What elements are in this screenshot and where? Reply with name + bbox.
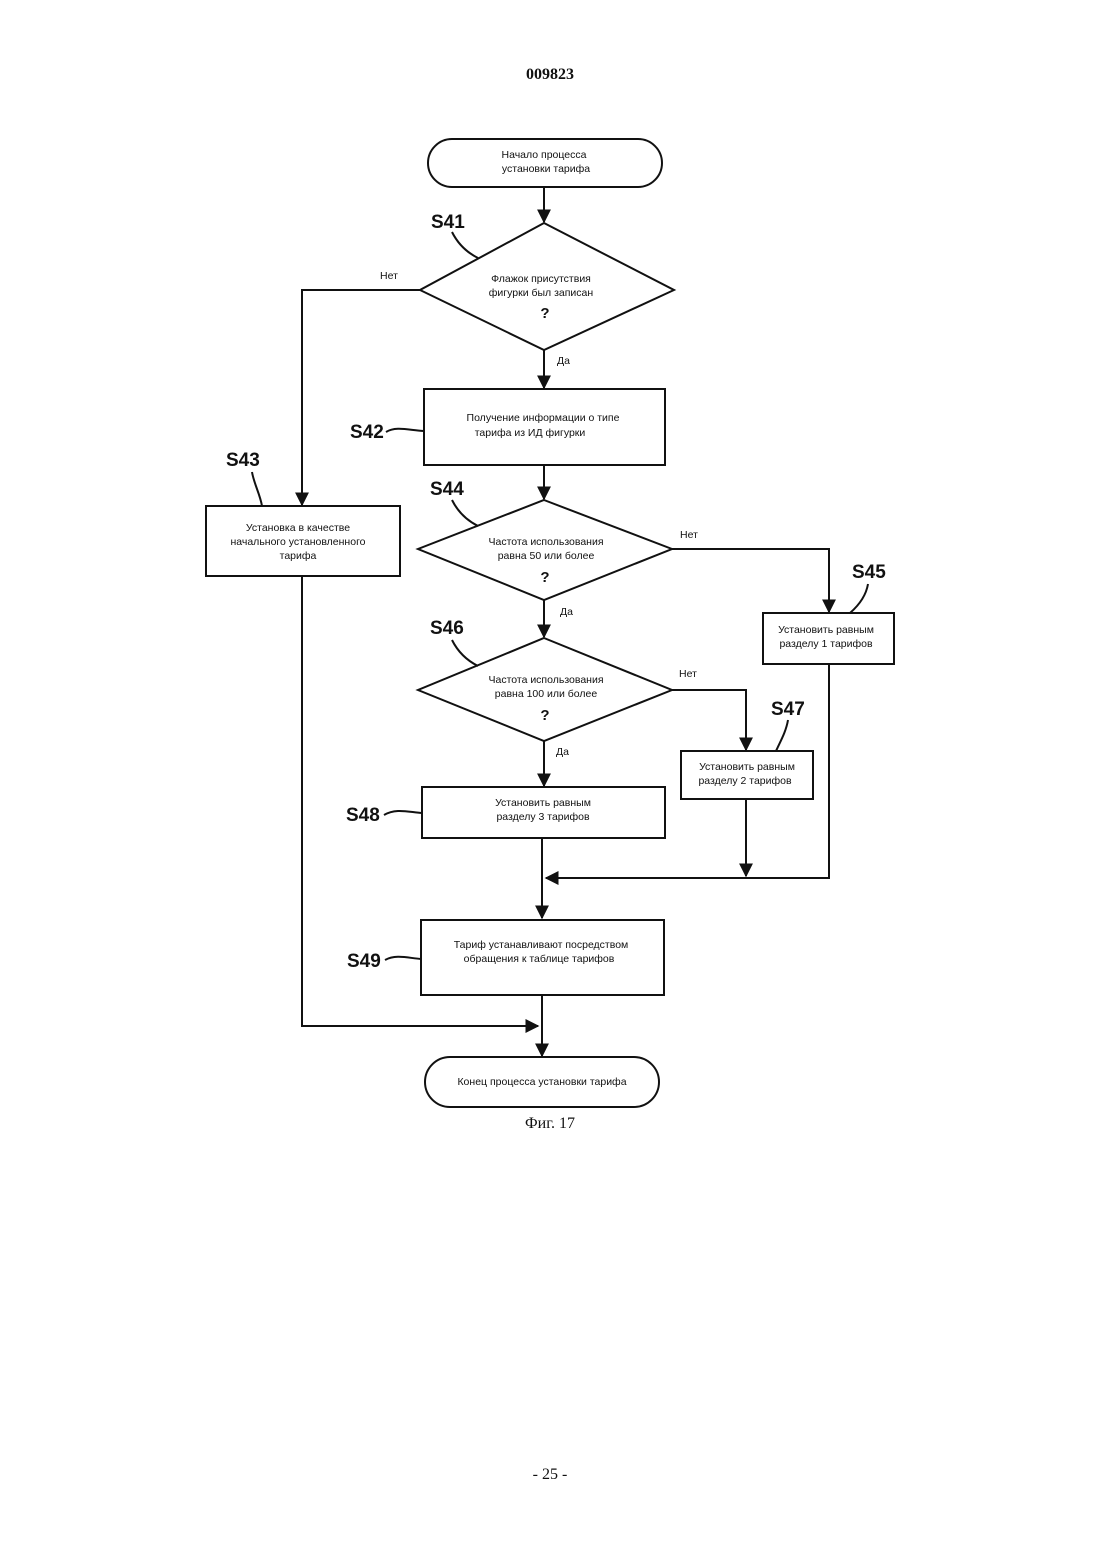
node-start-line-1: Начало процесса bbox=[502, 149, 587, 161]
node-s49-line-1: Тариф устанавливают посредством bbox=[454, 939, 629, 951]
label-s44-yes: Да bbox=[560, 606, 573, 618]
node-s45-line-2: разделу 1 тарифов bbox=[779, 638, 873, 650]
node-s44-question-mark: ? bbox=[540, 569, 549, 586]
node-s46-line-2: равна 100 или более bbox=[495, 688, 598, 700]
step-leader-s48 bbox=[384, 811, 422, 815]
node-s45-line-1: Установить равным bbox=[778, 624, 874, 636]
node-s41-question-mark: ? bbox=[540, 305, 549, 322]
node-s47-line-1: Установить равным bbox=[699, 761, 795, 773]
step-leader-s45 bbox=[850, 584, 868, 613]
label-s46-yes: Да bbox=[556, 746, 569, 758]
node-s49-line-2: обращения к таблице тарифов bbox=[464, 953, 615, 965]
step-leader-s47 bbox=[776, 720, 788, 751]
node-end-line-1: Конец процесса установки тарифа bbox=[457, 1076, 626, 1088]
step-label-s46: S46 bbox=[430, 618, 464, 639]
node-s41-line-2: фигурки был записан bbox=[489, 287, 594, 299]
step-label-s49: S49 bbox=[347, 951, 381, 972]
step-label-s48: S48 bbox=[346, 805, 380, 826]
node-s44-line-1: Частота использования bbox=[488, 536, 603, 548]
node-s49: Тариф устанавливают посредством обращени… bbox=[347, 920, 664, 995]
node-s44-line-2: равна 50 или более bbox=[498, 550, 595, 562]
step-label-s44: S44 bbox=[430, 479, 464, 500]
node-s46-question-mark: ? bbox=[540, 707, 549, 724]
edge-s41-s43 bbox=[302, 290, 420, 505]
node-end: Конец процесса установки тарифа bbox=[425, 1057, 659, 1107]
node-s48-line-2: разделу 3 тарифов bbox=[496, 811, 590, 823]
step-label-s43: S43 bbox=[226, 450, 260, 471]
node-s47-line-2: разделу 2 тарифов bbox=[698, 775, 792, 787]
step-leader-s49 bbox=[385, 957, 421, 960]
node-s42: Получение информации о типе тарифа из ИД… bbox=[350, 389, 665, 465]
figure-caption: Фиг. 17 bbox=[0, 1115, 1100, 1133]
label-s41-no: Нет bbox=[380, 270, 398, 282]
node-s48: Установить равным разделу 3 тарифов S48 bbox=[346, 787, 665, 838]
step-label-s42: S42 bbox=[350, 422, 384, 443]
step-leader-s46 bbox=[452, 640, 478, 666]
label-s46-no: Нет bbox=[679, 668, 697, 680]
node-s42-line-1: Получение информации о типе bbox=[467, 412, 620, 424]
step-label-s41: S41 bbox=[431, 212, 465, 233]
label-s41-yes: Да bbox=[557, 355, 570, 367]
step-leader-s44 bbox=[452, 500, 478, 526]
node-s42-line-2: тарифа из ИД фигурки bbox=[475, 427, 586, 439]
label-s44-no: Нет bbox=[680, 529, 698, 541]
node-s48-line-1: Установить равным bbox=[495, 797, 591, 809]
node-s43-line-1: Установка в качестве bbox=[246, 522, 350, 534]
node-s41-line-1: Флажок присутствия bbox=[491, 273, 591, 285]
step-leader-s42 bbox=[386, 429, 424, 432]
node-start: Начало процесса установки тарифа bbox=[428, 139, 662, 187]
node-s43-line-2: начального установленного bbox=[230, 536, 365, 548]
edge-s46-s47 bbox=[672, 690, 746, 750]
node-s46-line-1: Частота использования bbox=[488, 674, 603, 686]
step-label-s45: S45 bbox=[852, 562, 886, 583]
node-start-line-2: установки тарифа bbox=[502, 163, 590, 175]
step-label-s47: S47 bbox=[771, 699, 805, 720]
page-number: - 25 - bbox=[0, 1466, 1100, 1484]
step-leader-s41 bbox=[452, 232, 478, 258]
edge-s44-s45 bbox=[672, 549, 829, 612]
step-leader-s43 bbox=[252, 472, 262, 506]
node-s43-line-3: тарифа bbox=[280, 550, 317, 562]
node-s41: Флажок присутствия фигурки был записан ?… bbox=[420, 212, 674, 350]
